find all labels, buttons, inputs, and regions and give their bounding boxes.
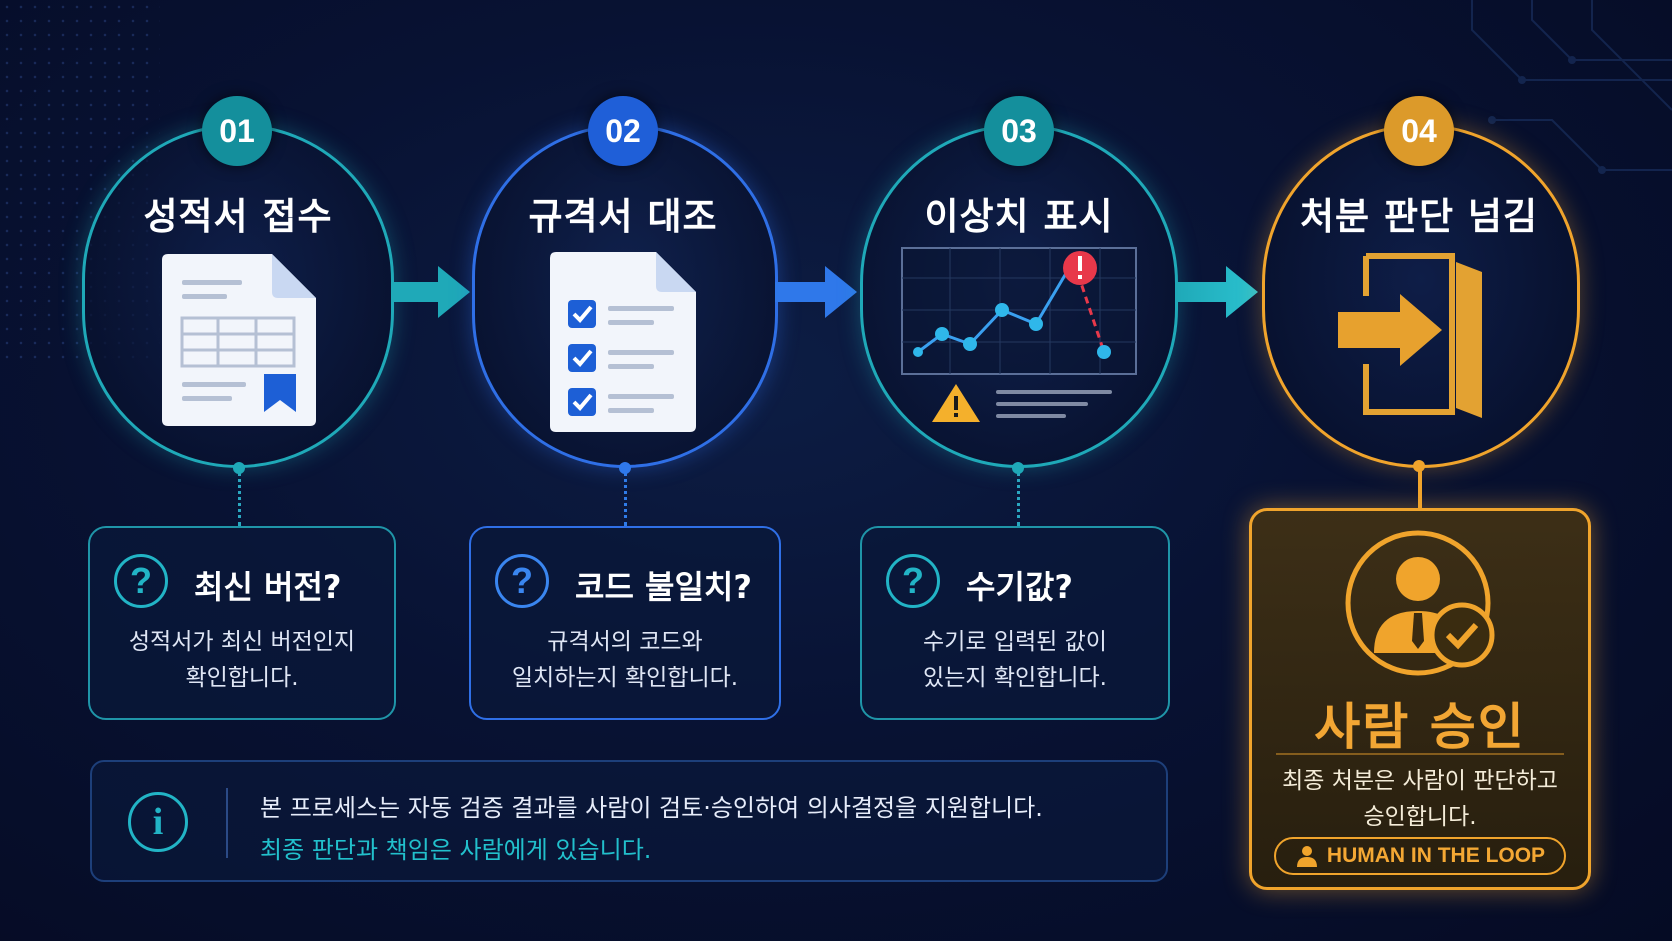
step-1-title: 성적서 접수	[143, 195, 333, 238]
question-1-desc: 성적서가 최신 버전인지 확인합니다.	[128, 629, 356, 691]
arrow-1-to-2	[392, 262, 472, 326]
checklist-document-icon	[550, 252, 696, 432]
question-card-3: ? 수기값? 수기로 입력된 값이 있는지 확인합니다.	[860, 526, 1170, 720]
question-3-desc: 수기로 입력된 값이 있는지 확인합니다.	[923, 629, 1107, 691]
connector-4-dot	[1413, 460, 1425, 472]
info-box: i 본 프로세스는 자동 검증 결과를 사람이 검토·승인하여 의사결정을 지원…	[90, 760, 1168, 882]
step-2-badge: 02	[588, 96, 658, 166]
human-approval-card: 사람 승인 최종 처분은 사람이 판단하고 승인합니다. HUMAN IN TH…	[1249, 508, 1591, 890]
question-card-1: ? 최신 버전? 성적서가 최신 버전인지 확인합니다.	[88, 526, 396, 720]
step-3-badge: 03	[984, 96, 1054, 166]
question-icon: ?	[886, 554, 940, 608]
info-icon: i	[128, 792, 188, 852]
question-2-title: 코드 불일치?	[575, 568, 752, 606]
connector-4-line	[1418, 468, 1422, 508]
question-2-desc: 규격서의 코드와 일치하는지 확인합니다.	[511, 629, 739, 691]
user-check-icon	[1345, 530, 1495, 676]
background-circuit-lines	[1471, 0, 1672, 174]
human-in-the-loop-label: HUMAN IN THE LOOP	[1326, 844, 1546, 867]
question-1-title: 최신 버전?	[194, 568, 342, 606]
connector-2-dot	[619, 462, 631, 474]
arrow-3-to-4	[1176, 262, 1260, 326]
connector-1	[238, 472, 241, 526]
question-icon: ?	[114, 554, 168, 608]
question-3-title: 수기값?	[966, 568, 1073, 606]
question-card-2: ? 코드 불일치? 규격서의 코드와 일치하는지 확인합니다.	[469, 526, 781, 720]
step-4-title: 처분 판단 넘김	[1299, 195, 1538, 238]
connector-2	[624, 472, 627, 526]
connector-3	[1017, 472, 1020, 526]
step-3-title: 이상치 표시	[924, 195, 1114, 238]
step-4-badge: 04	[1384, 96, 1454, 166]
human-approval-title: 사람 승인	[1314, 698, 1526, 756]
exit-arrow-icon	[1338, 253, 1482, 418]
anomaly-chart-icon	[901, 247, 1137, 422]
connector-1-dot	[233, 462, 245, 474]
document-table-icon	[162, 254, 316, 426]
connector-3-dot	[1012, 462, 1024, 474]
info-text-line-1: 본 프로세스는 자동 검증 결과를 사람이 검토·승인하여 의사결정을 지원합니…	[260, 794, 1043, 822]
arrow-2-to-3	[775, 262, 859, 326]
human-in-the-loop-badge: HUMAN IN THE LOOP	[1274, 837, 1566, 875]
step-2-title: 규격서 대조	[528, 195, 718, 238]
human-approval-desc: 최종 처분은 사람이 판단하고 승인합니다.	[1282, 768, 1558, 830]
step-1-badge: 01	[202, 96, 272, 166]
info-text-line-2: 최종 판단과 책임은 사람에게 있습니다.	[260, 836, 652, 864]
question-icon: ?	[495, 554, 549, 608]
human-card-divider	[1276, 753, 1564, 755]
info-separator	[226, 788, 228, 858]
user-icon	[1296, 846, 1317, 867]
